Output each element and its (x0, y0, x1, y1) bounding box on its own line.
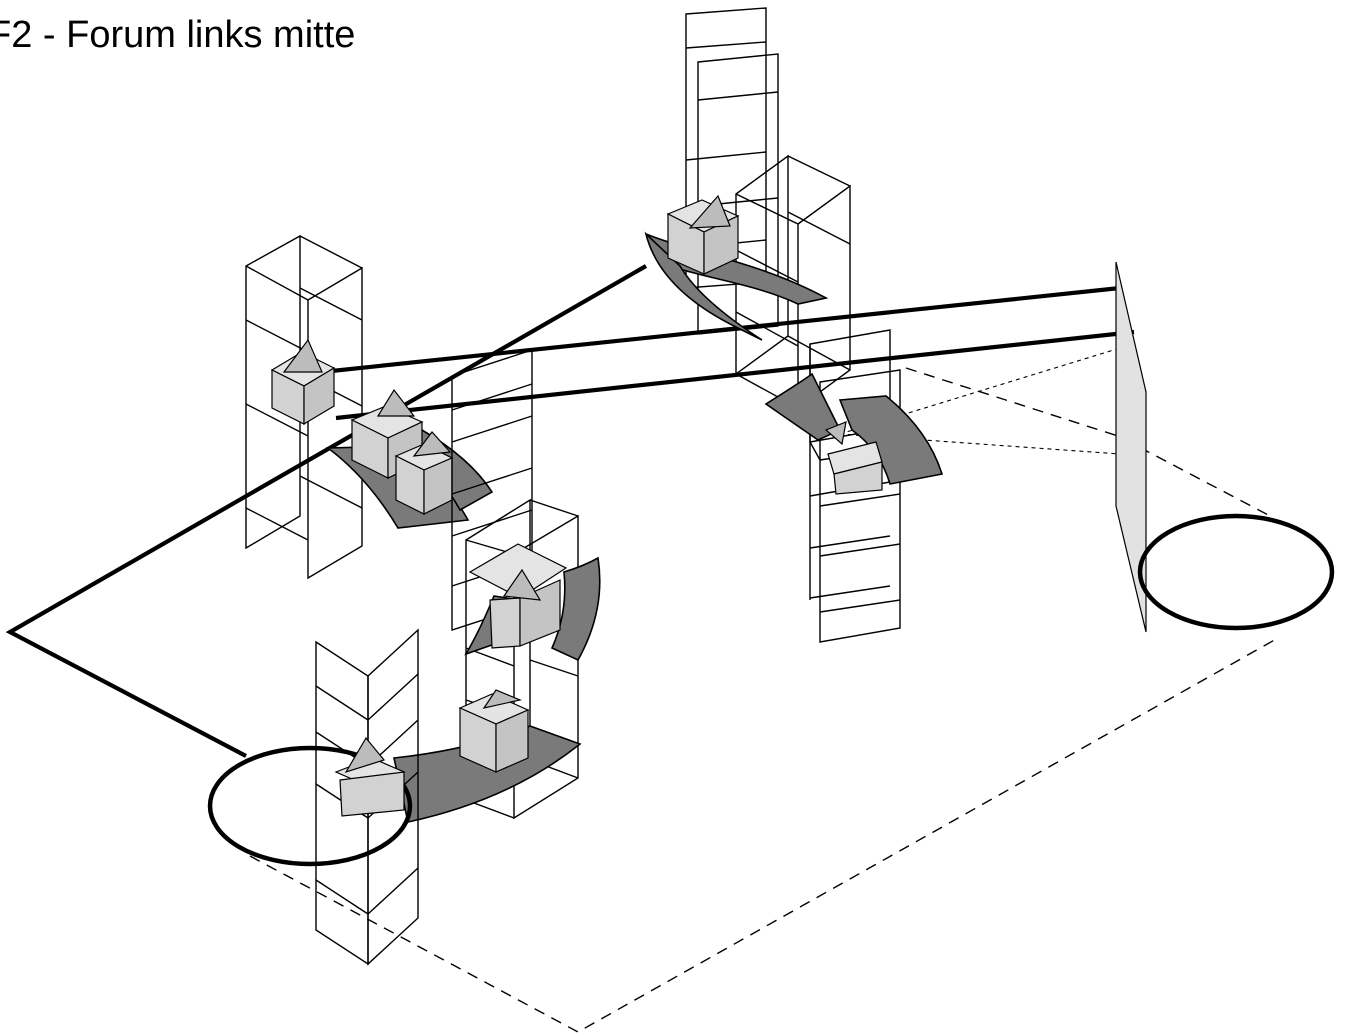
tower-bottom-left (315, 628, 419, 966)
arc-right-middle (764, 372, 944, 485)
box-lower-right (458, 689, 530, 773)
ellipse-left (207, 745, 413, 867)
right-plane (1115, 261, 1147, 633)
sight-lines (5, 264, 1135, 758)
ellipse-right (1137, 513, 1335, 631)
page-title: F2 - Forum links mitte (0, 14, 356, 56)
box-middle (468, 543, 568, 649)
boxes-left-arc (350, 388, 454, 515)
box-bottom-left (334, 736, 406, 817)
box-right-middle (824, 421, 883, 495)
box-left-tower (270, 338, 336, 426)
box-top-center (666, 194, 740, 275)
arc-lower (393, 725, 582, 823)
